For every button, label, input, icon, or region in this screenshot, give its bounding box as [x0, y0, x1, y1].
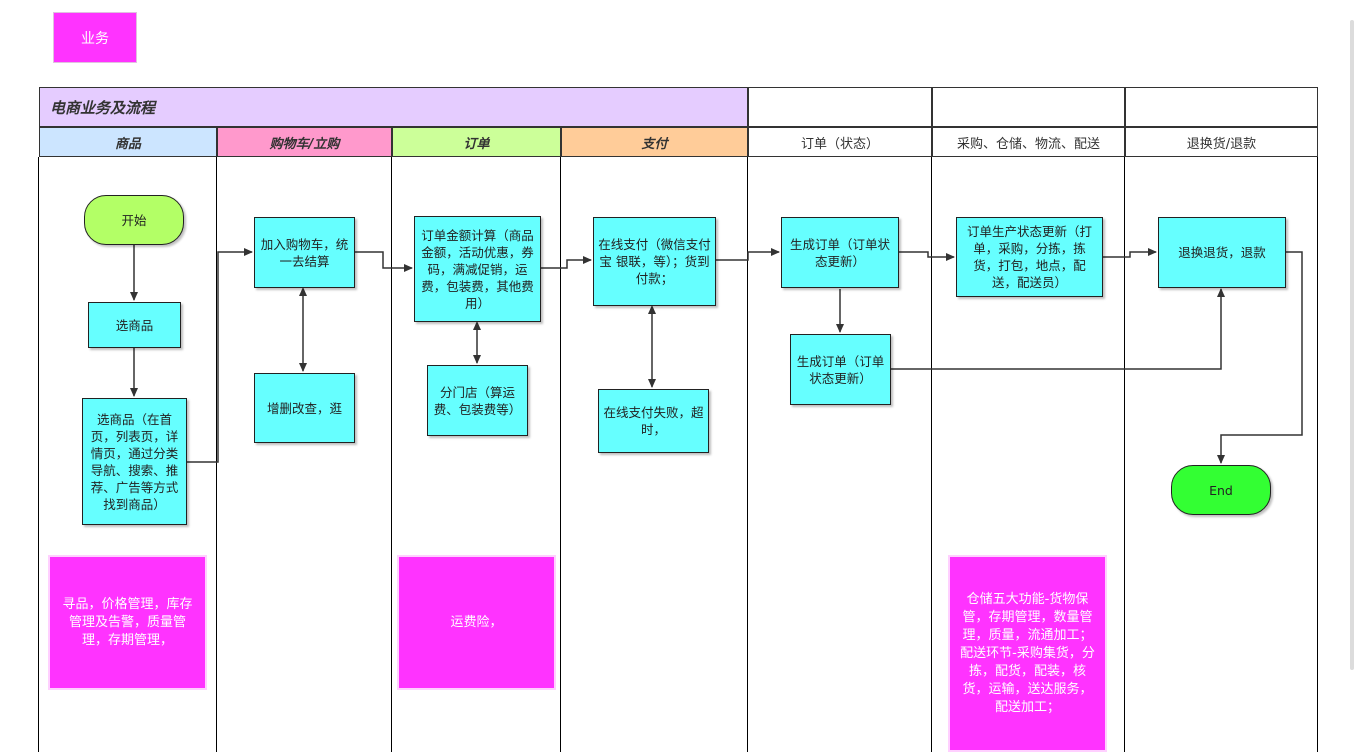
- lane-divider: [931, 157, 932, 752]
- cart-edit-node[interactable]: 增删改查，逛: [254, 373, 355, 443]
- end-node[interactable]: End: [1171, 465, 1271, 515]
- start-node[interactable]: 开始: [84, 195, 184, 245]
- lane-header-payment: 支付: [561, 127, 748, 157]
- header-cell-blank-3: [1125, 87, 1318, 127]
- add-to-cart-node[interactable]: 加入购物车，统一去结算: [254, 217, 355, 288]
- edge-cart-to-order: [355, 251, 413, 272]
- lane-divider: [391, 157, 392, 752]
- edge-order-to-pay: [541, 256, 592, 269]
- vertical-scrollbar[interactable]: [1350, 20, 1354, 670]
- production-status-node[interactable]: 订单生产状态更新（打单，采购，分拣，拣货，打包，地点，配送，配送员）: [956, 217, 1103, 297]
- edge-production-to-refund: [1103, 248, 1157, 258]
- generate-order-secondary-node[interactable]: 生成订单（订单状态更新）: [790, 334, 891, 405]
- lane-divider: [216, 157, 217, 752]
- note-goods-management: 寻品，价格管理，库存管理及告警，质量管理，存期管理，: [48, 555, 207, 690]
- store-node[interactable]: 分门店（算运费、包装费等）: [427, 365, 528, 436]
- edge-detail-to-cart: [187, 248, 253, 463]
- payment-node[interactable]: 在线支付（微信支付宝 银联，等）；货到付款；: [593, 217, 716, 306]
- edge-gen2-to-refund: [891, 288, 1225, 370]
- lane-header-order-status: 订单（状态）: [748, 127, 932, 157]
- lane-divider: [560, 157, 561, 752]
- lane-header-refund: 退换货/退款: [1125, 127, 1318, 157]
- lane-header-logistics: 采购、仓储、物流、配送: [932, 127, 1125, 157]
- select-goods-detail-node[interactable]: 选商品（在首页，列表页，详情页，通过分类导航、搜索、推荐、广告等方式找到商品）: [82, 398, 187, 525]
- note-warehouse-functions: 仓储五大功能-货物保管，存期管理，数量管理，质量，流通加工；配送环节-采购集货，…: [948, 555, 1107, 752]
- lane-divider: [38, 157, 39, 752]
- business-badge[interactable]: 业务: [53, 12, 137, 63]
- note-freight-insurance: 运费险，: [397, 555, 556, 690]
- edge-gen-to-production: [899, 251, 955, 261]
- header-cell-blank-2: [932, 87, 1125, 127]
- lane-divider: [1317, 157, 1318, 752]
- refund-node[interactable]: 退换退货，退款: [1158, 217, 1286, 288]
- header-cell-blank-1: [748, 87, 932, 127]
- pool-title: 电商业务及流程: [39, 87, 748, 127]
- payment-fail-node[interactable]: 在线支付失败，超时，: [598, 389, 709, 453]
- lane-header-order: 订单: [392, 127, 561, 157]
- lane-header-cart: 购物车/立购: [217, 127, 392, 157]
- lane-header-goods: 商品: [39, 127, 217, 157]
- select-goods-node[interactable]: 选商品: [88, 302, 181, 348]
- generate-order-node[interactable]: 生成订单（订单状态更新）: [781, 217, 899, 288]
- lane-divider: [747, 157, 748, 752]
- lane-divider: [1124, 157, 1125, 752]
- order-calc-node[interactable]: 订单金额计算（商品金额，活动优惠，券码，满减促销，运费，包装费，其他费用）: [414, 216, 541, 322]
